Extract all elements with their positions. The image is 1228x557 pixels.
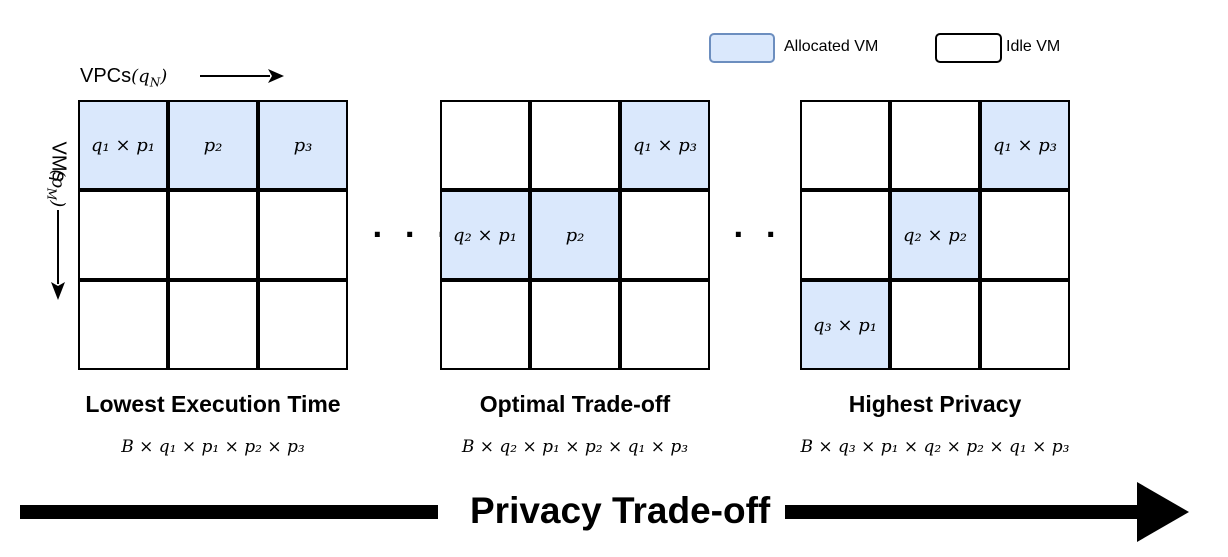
y-axis-var: p xyxy=(47,176,69,188)
idle-vm-cell xyxy=(620,280,710,370)
tradeoff-bar-left xyxy=(20,505,438,519)
idle-vm-cell xyxy=(258,280,348,370)
allocated-vm-cell: q₂ × p₁ xyxy=(440,190,530,280)
caption-highest-privacy: Highest Privacy xyxy=(848,391,1022,417)
idle-vm-label: Idle VM xyxy=(1006,38,1061,55)
x-axis-text: VPCs xyxy=(80,65,132,87)
allocated-vm-cell: p₃ xyxy=(258,100,348,190)
allocated-vm-label: Allocated VM xyxy=(784,38,879,55)
idle-vm-cell xyxy=(890,280,980,370)
caption-lowest-execution-time: Lowest Execution Time xyxy=(85,391,341,417)
y-axis-arrow xyxy=(51,210,65,300)
idle-vm-cell xyxy=(620,190,710,280)
idle-vm-cell xyxy=(440,100,530,190)
x-axis-var: q xyxy=(138,66,150,87)
idle-vm-cell xyxy=(800,190,890,280)
caption-optimal-trade-off: Optimal Trade-off xyxy=(479,391,671,417)
idle-vm-cell xyxy=(78,190,168,280)
idle-vm-cell xyxy=(890,100,980,190)
allocated-vm-cell: q₂ × p₂ xyxy=(890,190,980,280)
x-axis-sub: N xyxy=(149,75,161,90)
formula-lowest-execution-time: B × q₁ × p₁ × p₂ × p₃ xyxy=(121,437,305,457)
idle-vm-swatch xyxy=(935,33,1002,63)
formula-optimal-trade-off: B × q₂ × p₁ × p₂ × q₁ × p₃ xyxy=(461,437,689,457)
x-axis-label: VPCs(qN) xyxy=(80,65,168,90)
privacy-tradeoff-label: Privacy Trade-off xyxy=(470,490,771,531)
idle-vm-cell xyxy=(168,190,258,280)
tradeoff-arrow-right xyxy=(785,482,1189,542)
ellipsis-separator-1: · · · xyxy=(372,218,454,251)
idle-vm-cell xyxy=(530,280,620,370)
idle-vm-cell xyxy=(800,100,890,190)
idle-vm-cell xyxy=(168,280,258,370)
idle-vm-cell xyxy=(980,190,1070,280)
ellipsis-separator-2: · · · xyxy=(733,218,815,251)
allocated-vm-swatch xyxy=(709,33,775,63)
allocated-vm-cell: q₁ × p₁ xyxy=(78,100,168,190)
allocated-vm-cell: q₁ × p₃ xyxy=(620,100,710,190)
idle-vm-cell xyxy=(530,100,620,190)
formula-highest-privacy: B × q₃ × p₁ × q₂ × p₂ × q₁ × p₃ xyxy=(800,437,1070,457)
idle-vm-cell xyxy=(980,280,1070,370)
allocated-vm-cell: q₃ × p₁ xyxy=(800,280,890,370)
x-axis-arrow xyxy=(200,69,284,83)
allocated-vm-cell: p₂ xyxy=(168,100,258,190)
allocated-vm-cell: p₂ xyxy=(530,190,620,280)
idle-vm-cell xyxy=(258,190,348,280)
idle-vm-cell xyxy=(440,280,530,370)
allocated-vm-cell: q₁ × p₃ xyxy=(980,100,1070,190)
y-axis-sub: M xyxy=(44,187,59,201)
idle-vm-cell xyxy=(78,280,168,370)
